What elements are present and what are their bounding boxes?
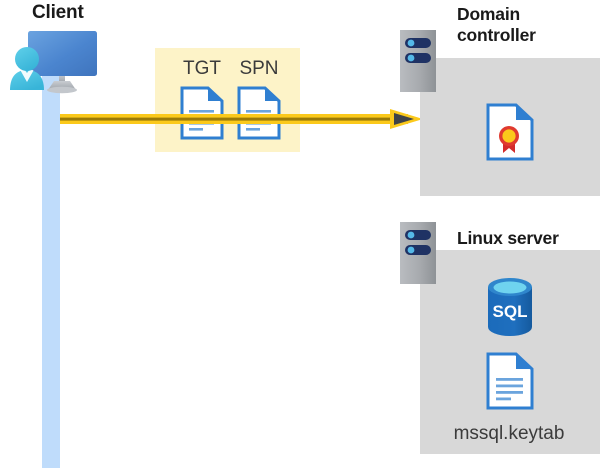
linux-server-title: Linux server [457, 228, 559, 248]
keytab-document-icon [486, 352, 534, 410]
linux-server-rack-icon [400, 222, 436, 284]
user-computer-icon [4, 26, 100, 96]
ticket-highlight-box: TGT SPN [155, 48, 300, 152]
svg-text:SQL: SQL [493, 302, 528, 321]
tgt-label: TGT [183, 58, 221, 79]
keytab-filename-label: mssql.keytab [453, 423, 565, 444]
spn-label: SPN [239, 58, 279, 79]
domain-controller-title: Domain controller [457, 4, 536, 45]
domain-controller-server-rack-icon [400, 30, 436, 92]
client-lifeline-bar [42, 62, 60, 468]
request-arrow [60, 108, 425, 132]
certificate-icon [486, 103, 534, 161]
client-title: Client [32, 2, 84, 23]
sql-database-icon: SQL [483, 278, 537, 336]
